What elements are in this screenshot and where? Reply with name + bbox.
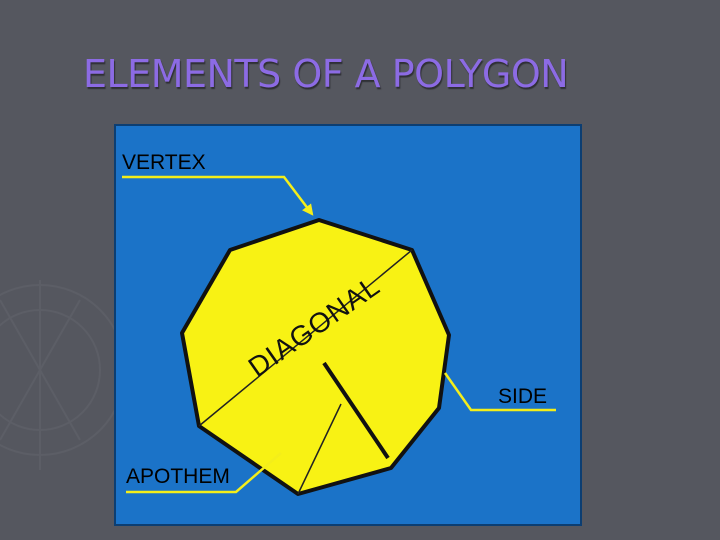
vertex-leader-line bbox=[122, 175, 314, 216]
side-leader-line bbox=[443, 372, 556, 412]
vertex-label: VERTEX bbox=[122, 151, 206, 174]
apothem-line bbox=[322, 361, 390, 460]
diagonal-line bbox=[198, 249, 413, 427]
slide-title: ELEMENTS OF A POLYGON bbox=[83, 52, 569, 96]
octagon bbox=[180, 218, 451, 496]
apothem-label: APOTHEM bbox=[126, 465, 230, 488]
interior-line bbox=[297, 403, 342, 495]
apothem-leader-line bbox=[126, 452, 282, 494]
side-label: SIDE bbox=[498, 385, 548, 408]
polygon-diagram: DIAGONAL VERTEX SIDE APOTHEM bbox=[114, 124, 582, 526]
